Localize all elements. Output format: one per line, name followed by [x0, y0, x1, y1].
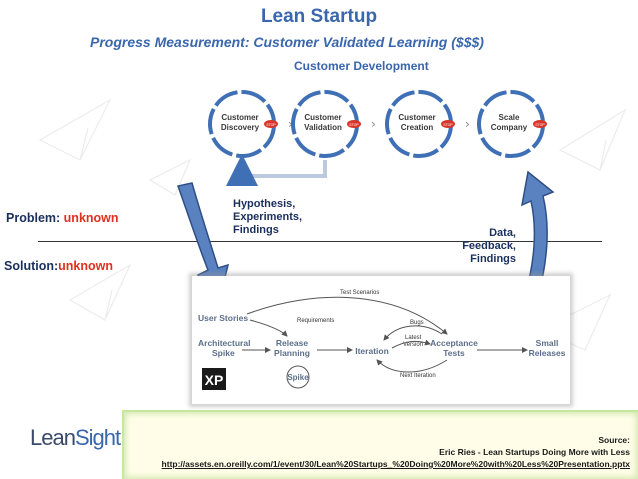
cycle-step-label: Customer: [221, 113, 258, 122]
xp-process-diagram: User Stories Architectural Spike Release…: [192, 276, 570, 404]
stop-label: STOP: [266, 123, 276, 127]
xp-edge: [391, 339, 431, 349]
xp-node-label: Planning: [274, 348, 310, 358]
cycle-step-label: Customer: [398, 113, 435, 122]
solution-label: Solution:: [4, 259, 59, 273]
xp-node-label: Tests: [443, 348, 465, 358]
cycle-creation: Customer Creation STOP: [385, 90, 455, 158]
xp-edge-label: Bugs: [410, 320, 424, 326]
data-feedback-line: Data,: [489, 227, 516, 239]
xp-edge-label: Requirements: [297, 318, 334, 324]
up-arrow: [521, 170, 555, 297]
solution-row: Solution:unknown: [4, 259, 113, 273]
leansight-logo: LeanSight: [30, 425, 121, 451]
page-subtitle: Progress Measurement: Customer Validated…: [90, 34, 484, 50]
stop-label: STOP: [349, 123, 359, 127]
stop-icon: [533, 120, 547, 128]
xp-edge-label: Next Iteration: [400, 373, 436, 379]
hypothesis-line: Experiments,: [233, 211, 303, 223]
data-feedback-line: Findings: [470, 253, 516, 265]
cycle-step-label: Creation: [401, 123, 434, 132]
chevron-right-icon: ›: [288, 117, 293, 131]
problem-label: Problem:: [6, 211, 61, 225]
xp-logo-text: XP: [205, 372, 224, 388]
cycle-step-label: Discovery: [221, 123, 260, 132]
xp-spike-loop: [286, 365, 310, 389]
chevron-right-icon: ›: [371, 117, 376, 131]
stop-icon: [264, 120, 278, 128]
source-url-link[interactable]: http://assets.en.oreilly.com/1/event/30/…: [161, 459, 630, 469]
xp-diagram-svg: User Stories Architectural Spike Release…: [198, 290, 566, 390]
xp-edge: [383, 325, 443, 341]
cycle-step-label: Validation: [304, 123, 342, 132]
xp-edge: [249, 319, 288, 337]
cycle-step-label: Company: [491, 123, 528, 132]
xp-logo: XP: [202, 368, 226, 390]
source-label: Source:: [598, 435, 630, 445]
xp-edge-label: Version: [403, 342, 423, 348]
xp-node-label: Releases: [529, 348, 566, 358]
customer-development-label: Customer Development: [294, 59, 429, 73]
logo-lean: Lean: [30, 425, 76, 450]
solution-value: unknown: [58, 259, 114, 273]
stop-icon: [441, 120, 455, 128]
xp-edge: [246, 296, 448, 335]
chevron-right-icon: ›: [465, 117, 470, 131]
xp-node-label: Spike: [212, 348, 235, 358]
problem-value: unknown: [63, 211, 119, 225]
customer-development-diagram: Customer Discovery STOP › Customer Valid…: [208, 90, 547, 186]
cycle-step-label: Scale: [499, 113, 520, 122]
hypothesis-line: Hypothesis,: [233, 198, 296, 210]
xp-node-label: Architectural: [198, 338, 250, 348]
xp-node-label: Release: [276, 338, 308, 348]
xp-node-label: Small: [536, 338, 559, 348]
cycle-scale: Scale Company STOP: [477, 90, 547, 158]
problem-row: Problem: unknown: [6, 211, 119, 225]
stop-icon: [347, 120, 361, 128]
loop-back-arrow: [226, 154, 327, 186]
xp-node-label: Iteration: [355, 346, 389, 356]
xp-edge-label: Test Scenarios: [340, 290, 379, 296]
source-text: Source: Eric Ries - Lean Startups Doing …: [162, 434, 630, 470]
xp-node-label: User Stories: [198, 313, 248, 323]
data-feedback-line: Feedback,: [462, 240, 516, 252]
xp-node-label: Acceptance: [430, 338, 478, 348]
source-citation: Eric Ries - Lean Startups Doing More wit…: [439, 447, 630, 457]
hypothesis-label: Hypothesis, Experiments, Findings: [233, 198, 302, 237]
divider-line: [38, 241, 602, 242]
stop-label: STOP: [443, 123, 453, 127]
xp-edge: [376, 359, 448, 373]
xp-node-label: Spike: [287, 373, 309, 382]
stop-label: STOP: [535, 123, 545, 127]
cycle-step-label: Customer: [304, 113, 341, 122]
source-box: Source: Eric Ries - Lean Startups Doing …: [122, 410, 638, 479]
page-title: Lean Startup: [260, 6, 378, 27]
cycle-validation: Customer Validation STOP: [291, 90, 361, 158]
hypothesis-line: Findings: [233, 224, 279, 236]
data-feedback-label: Data, Feedback, Findings: [462, 227, 516, 266]
logo-sight: Sight: [74, 425, 121, 450]
xp-edge-label: Latest: [405, 335, 422, 341]
